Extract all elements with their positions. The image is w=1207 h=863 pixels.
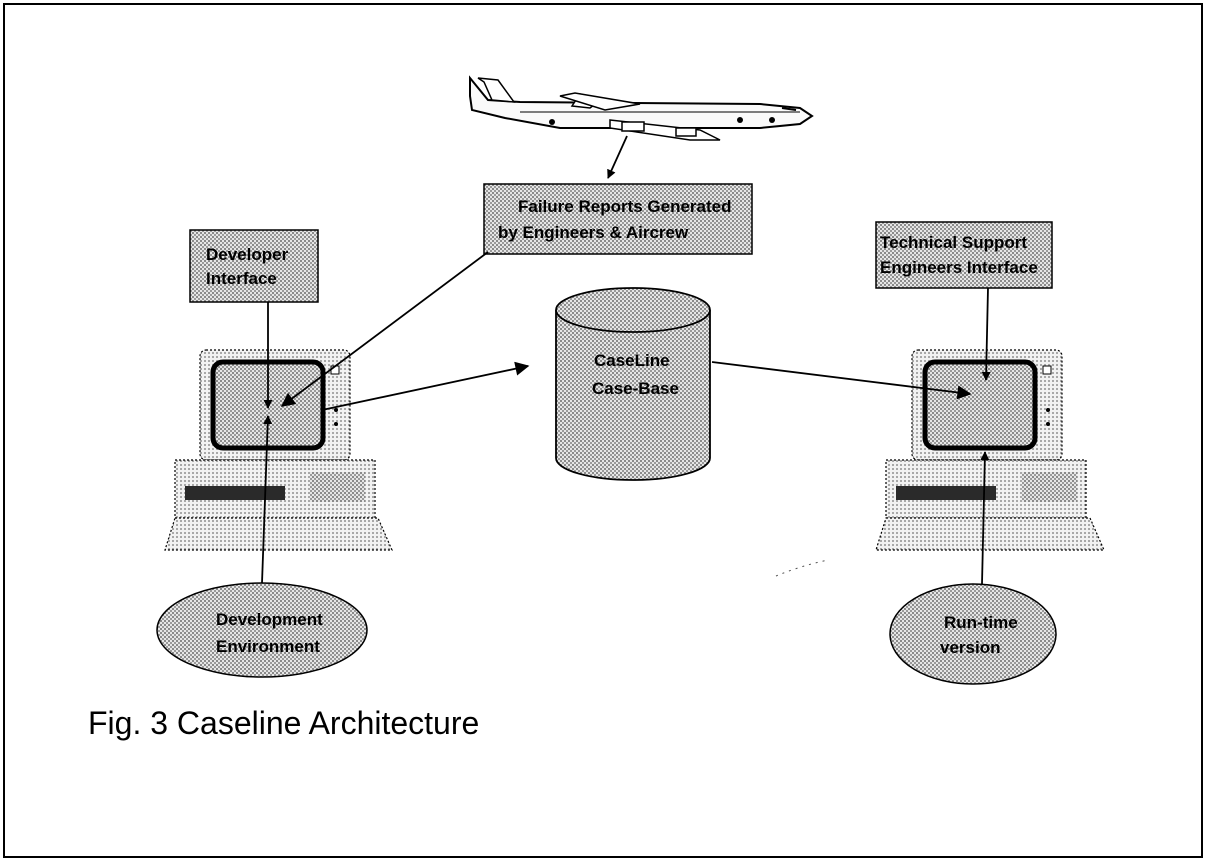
case-base-line2: Case-Base — [592, 379, 679, 398]
development-environment-line1: Development — [216, 610, 323, 629]
arrow-tech-interface-to-computer — [981, 287, 991, 381]
technical-support-line2: Engineers Interface — [880, 258, 1038, 277]
airplane-icon — [469, 75, 814, 141]
developer-interface-line1: Developer — [206, 245, 289, 264]
arrow-runtime-to-computer — [980, 451, 990, 585]
arrow-case-base-to-runtime-computer — [711, 361, 972, 400]
runtime-version-line1: Run-time — [944, 613, 1018, 632]
arrow-reports-to-developer-computer — [280, 251, 489, 407]
technical-support-box: Technical Support Engineers Interface — [875, 221, 1053, 289]
runtime-version-line2: version — [940, 638, 1000, 657]
computer-icon — [875, 349, 1105, 551]
failure-reports-box: Failure Reports Generated by Engineers &… — [483, 183, 753, 255]
computer-icon — [164, 349, 393, 551]
stray-dotted-mark — [775, 559, 829, 577]
technical-support-line1: Technical Support — [880, 233, 1027, 252]
figure-caption: Fig. 3 Caseline Architecture — [88, 705, 479, 741]
arrow-environment-to-developer-computer — [261, 415, 273, 584]
case-base-line1: CaseLine — [594, 351, 670, 370]
failure-reports-line1: Failure Reports Generated — [518, 197, 732, 216]
development-environment-line2: Environment — [216, 637, 320, 656]
developer-interface-box: Developer Interface — [189, 229, 319, 303]
database-cylinder-icon: CaseLine Case-Base — [555, 287, 711, 481]
connector-arrows — [261, 251, 991, 585]
arrow-developer-to-case-base — [321, 361, 530, 411]
failure-reports-line2: by Engineers & Aircrew — [498, 223, 689, 242]
developer-interface-line2: Interface — [206, 269, 277, 288]
development-environment-ellipse: Development Environment — [156, 582, 368, 678]
runtime-version-ellipse: Run-time version — [889, 583, 1057, 685]
arrow-airplane-to-reports — [607, 135, 628, 179]
